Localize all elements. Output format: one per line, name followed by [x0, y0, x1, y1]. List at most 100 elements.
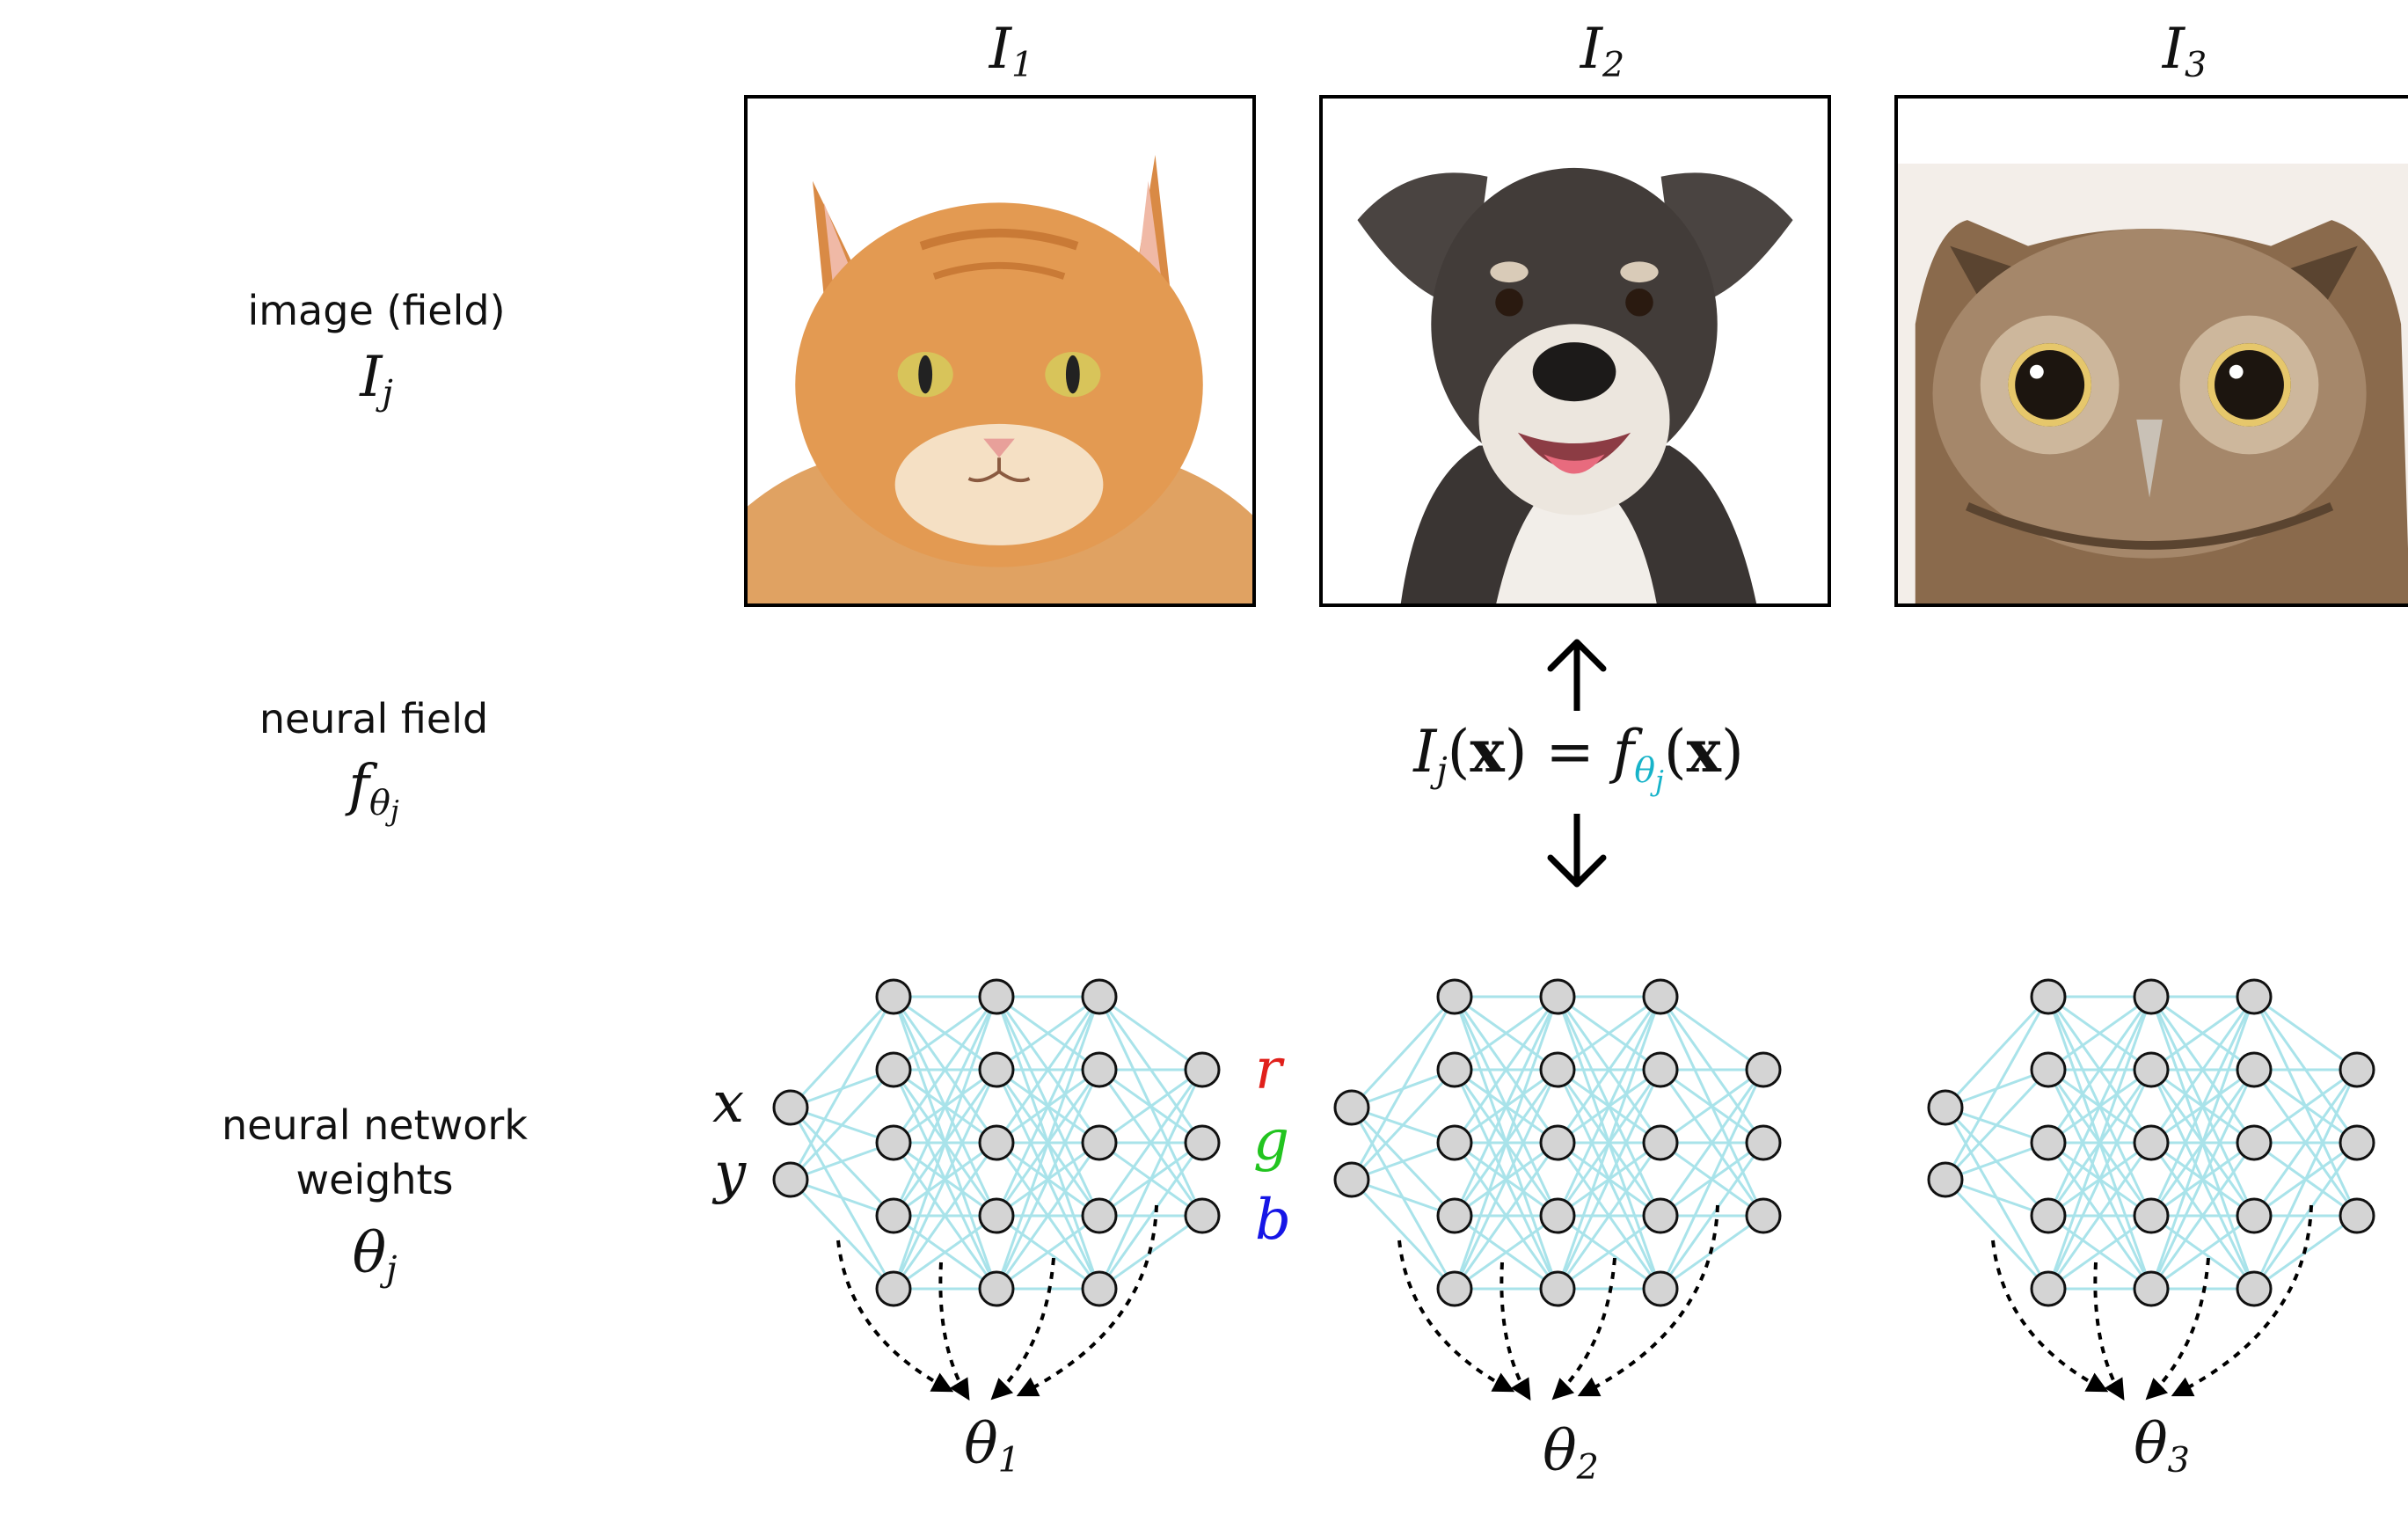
network-3-weight-arrow-3	[2171, 1204, 2313, 1397]
network-3-node-l1-1	[2030, 1051, 2067, 1088]
network-2-node-l3-3	[1642, 1197, 1679, 1234]
network-3-node-l1-2	[2030, 1124, 2067, 1161]
network-3-node-l2-2	[2133, 1124, 2170, 1161]
network-2-edge	[1351, 1178, 1456, 1218]
network-1-node-l2-4	[978, 1270, 1015, 1307]
row-symbol-weights: θj	[352, 1221, 398, 1290]
network-2-node-l2-4	[1539, 1270, 1576, 1307]
network-3-weight-arrow-1	[2093, 1262, 2125, 1401]
network-3-node-l2-1	[2133, 1051, 2170, 1088]
network-2-edge	[1556, 1142, 1662, 1290]
network-1-node-l3-0	[1081, 978, 1118, 1015]
network-2-node-l4-1	[1745, 1124, 1782, 1161]
row-title-weights-line2: weights	[296, 1156, 454, 1203]
network-1-edge	[789, 995, 895, 1109]
network-3-edge	[2149, 996, 2256, 1217]
network-2-edge	[1350, 1068, 1456, 1181]
network-1-edge	[1098, 1069, 1204, 1290]
network-2-edge	[1556, 996, 1662, 1217]
network-2-node-l1-1	[1436, 1051, 1473, 1088]
network-1-edge	[996, 1214, 1100, 1291]
network-1-edge	[1098, 995, 1203, 1072]
field-equation: Ij(x) = fθj(x)	[1413, 717, 1744, 798]
network-1-edge	[995, 1142, 1101, 1290]
network-3-node-l3-3	[2236, 1197, 2273, 1234]
network-1-node-l2-3	[978, 1197, 1015, 1234]
equation-lhs-sub: j	[1436, 750, 1448, 791]
network-3-edge	[2149, 1142, 2256, 1290]
network-1-node-l0-1	[772, 1161, 809, 1198]
network-2-node-l1-2	[1436, 1124, 1473, 1161]
network-2-node-l1-3	[1436, 1197, 1473, 1234]
network-1-node-l3-2	[1081, 1124, 1118, 1161]
network-3-edge	[2252, 1069, 2359, 1217]
network-1-edge	[1098, 1069, 1204, 1217]
network-3-node-l2-4	[2133, 1270, 2170, 1307]
input-label-y: y	[714, 1141, 747, 1206]
network-2-edge	[1453, 996, 1559, 1217]
network-3-node-l1-3	[2030, 1197, 2067, 1234]
network-2-node-l0-1	[1333, 1161, 1370, 1198]
cat-picture	[748, 99, 1252, 603]
network-1-edge	[893, 995, 997, 1072]
network-1-node-l3-3	[1081, 1197, 1118, 1234]
network-2-edge	[1659, 1142, 1765, 1290]
row-title-image: image (field)	[247, 287, 506, 334]
network-2-node-l2-3	[1539, 1197, 1576, 1234]
theta-label-3: θ3	[2134, 1412, 2190, 1481]
network-3-node-l0-1	[1927, 1161, 1964, 1198]
image-title-2: I2	[1580, 17, 1625, 85]
network-2-edge	[1453, 996, 1559, 1290]
equation-lhs-arg: x	[1470, 717, 1505, 786]
network-2-edge	[1351, 1141, 1456, 1181]
image-dog	[1319, 95, 1831, 607]
network-1-edge	[995, 996, 1101, 1217]
network-1-edge	[790, 1141, 894, 1181]
network-1-edge	[892, 996, 998, 1144]
image-title-3: I3	[2162, 17, 2207, 85]
network-2-edge	[1454, 995, 1558, 1072]
network-1-edge	[892, 996, 998, 1290]
network-3-edge	[2047, 1069, 2153, 1290]
network-2-edge	[1350, 995, 1456, 1109]
dog-picture	[1323, 99, 1828, 603]
network-3-edge	[1944, 995, 2050, 1109]
network-2-node-l0-0	[1333, 1089, 1370, 1126]
network-1-weight-arrow-1	[938, 1262, 970, 1401]
network-1-edge	[1098, 1142, 1204, 1290]
theta-label-2: θ2	[1543, 1419, 1599, 1488]
network-1-edge	[892, 1142, 998, 1290]
network-3-edge	[2047, 996, 2153, 1290]
network-3-weight-arrow-2	[2145, 1257, 2210, 1401]
output-label-g: g	[1253, 1108, 1289, 1174]
network-2-edge	[1453, 1069, 1559, 1290]
network-3-edge	[2149, 1069, 2256, 1290]
network-1-weight-arrow-2	[990, 1257, 1055, 1401]
row-symbol-image: Ij	[360, 345, 393, 413]
network-2-edge	[1556, 1069, 1662, 1290]
network-1-edge	[995, 996, 1101, 1144]
network-3-edge	[2047, 1214, 2152, 1291]
network-3-edge	[2253, 995, 2358, 1072]
network-3-weight-arrow-0	[1991, 1240, 2109, 1393]
row-label-field: neural field fθj	[154, 691, 594, 838]
image-title-1: I1	[989, 17, 1034, 85]
network-3-node-l3-1	[2236, 1051, 2273, 1088]
network-3-node-l2-0	[2133, 978, 2170, 1015]
network-1-edge	[892, 996, 998, 1217]
network-2-edge	[1453, 996, 1559, 1144]
network-3-node-l1-4	[2030, 1270, 2067, 1307]
network-2-node-l3-0	[1642, 978, 1679, 1015]
network-2-edge	[1659, 1069, 1765, 1290]
network-1-edge	[789, 1178, 895, 1291]
output-label-b: b	[1255, 1188, 1291, 1253]
network-1-node-l4-1	[1184, 1124, 1221, 1161]
network-1-node-l1-0	[875, 978, 912, 1015]
network-1-node-l1-3	[875, 1197, 912, 1234]
network-2-edge	[1556, 996, 1662, 1144]
network-3-node-l4-0	[2339, 1051, 2375, 1088]
equation-lhs-function: I	[1413, 718, 1437, 786]
network-3-node-l3-4	[2236, 1270, 2273, 1307]
network-3-edge	[2150, 995, 2255, 1072]
